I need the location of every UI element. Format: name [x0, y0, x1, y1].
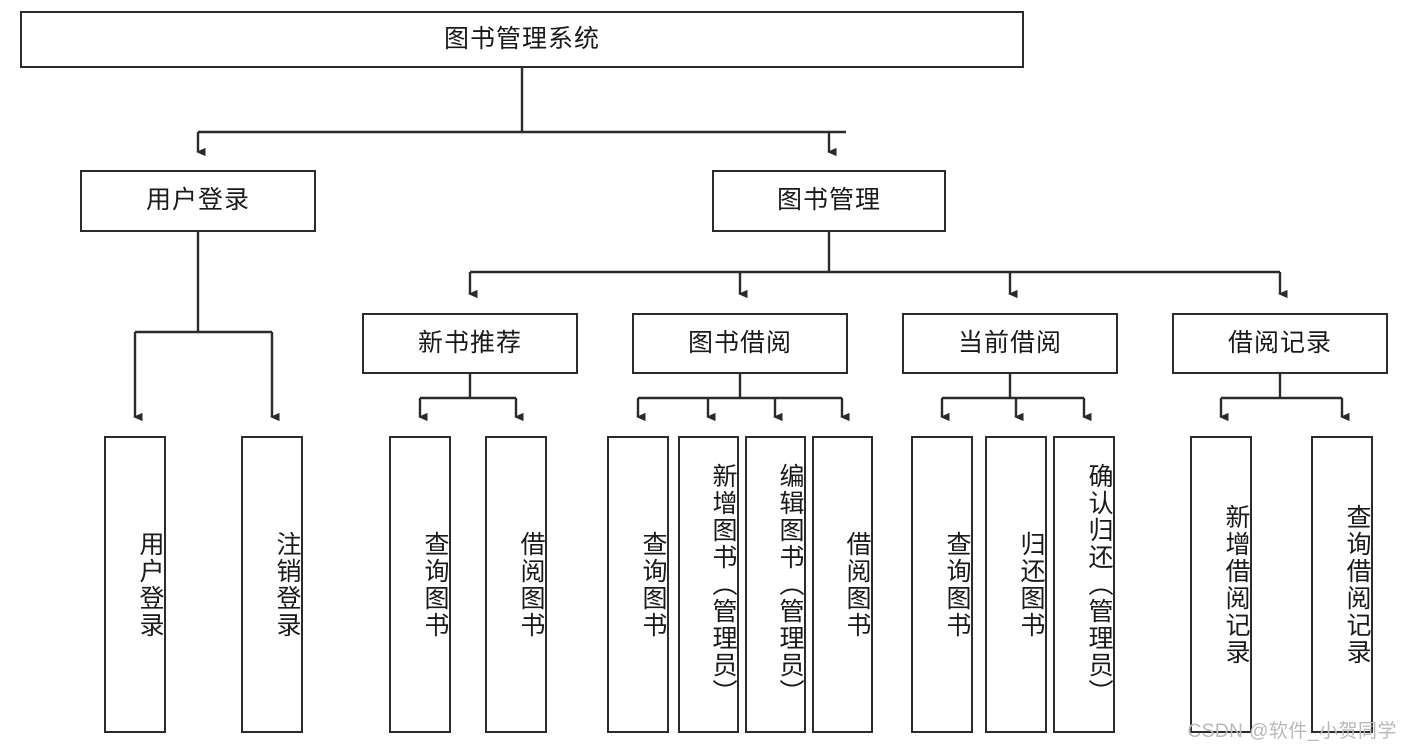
leaf-borrow-book-1[interactable]: 借阅图书: [485, 436, 547, 733]
node-label: 编辑图书（管理员）: [776, 463, 804, 706]
edges-bookmanage-to-level3: [468, 232, 1288, 299]
node-label: 新书推荐: [417, 328, 522, 357]
node-label: 注销登录: [273, 530, 301, 639]
node-label: 借阅图书: [843, 530, 871, 639]
node-label: 图书借阅: [687, 328, 792, 357]
csdn-watermark: CSDN @软件_小贺同学: [1187, 721, 1397, 742]
leaf-borrow-book-2[interactable]: 借阅图书: [812, 436, 873, 733]
node-book-manage[interactable]: 图书管理: [712, 170, 946, 232]
edges-userlogin-to-leaves: [133, 232, 280, 422]
edges-borrowrecord-to-leaves: [1219, 374, 1350, 422]
node-label: 查询图书: [943, 530, 971, 639]
node-label: 确认归还（管理员）: [1085, 463, 1113, 706]
leaf-query-book-1[interactable]: 查询图书: [389, 436, 451, 733]
edges-currentborrow-to-leaves: [940, 374, 1092, 422]
node-label: 查询图书: [639, 530, 667, 639]
node-label: 用户登录: [145, 186, 250, 215]
edges-newbook-to-leaves: [418, 374, 524, 422]
leaf-query-book-2[interactable]: 查询图书: [607, 436, 669, 733]
node-label: 借阅图书: [517, 530, 545, 639]
node-label: 归还图书: [1017, 530, 1045, 639]
node-label: 借阅记录: [1227, 328, 1332, 357]
node-current-borrow[interactable]: 当前借阅: [902, 313, 1118, 374]
node-label: 图书管理: [776, 186, 881, 215]
edges-bookborrow-to-leaves: [636, 374, 850, 422]
node-root-title[interactable]: 图书管理系统: [20, 11, 1024, 68]
node-label: 新增图书（管理员）: [709, 463, 737, 706]
node-new-book-recommend[interactable]: 新书推荐: [362, 313, 578, 374]
node-label: 新增借阅记录: [1222, 503, 1250, 666]
leaf-logout[interactable]: 注销登录: [241, 436, 303, 733]
node-borrow-record[interactable]: 借阅记录: [1172, 313, 1388, 374]
leaf-query-book-3[interactable]: 查询图书: [911, 436, 973, 733]
node-book-borrow[interactable]: 图书借阅: [632, 313, 848, 374]
node-label: 查询借阅记录: [1343, 503, 1371, 666]
leaf-add-book[interactable]: 新增图书（管理员）: [678, 436, 739, 733]
leaf-add-record[interactable]: 新增借阅记录: [1190, 436, 1252, 733]
node-label: 查询图书: [421, 530, 449, 639]
node-label: 图书管理系统: [443, 24, 600, 53]
leaf-query-record[interactable]: 查询借阅记录: [1311, 436, 1373, 733]
leaf-return-book[interactable]: 归还图书: [985, 436, 1047, 733]
edges-root-to-level2: [196, 68, 846, 157]
leaf-user-login[interactable]: 用户登录: [104, 436, 166, 733]
node-label: 用户登录: [136, 530, 164, 639]
node-user-login[interactable]: 用户登录: [80, 170, 316, 232]
leaf-edit-book[interactable]: 编辑图书（管理员）: [745, 436, 806, 733]
node-label: 当前借阅: [957, 328, 1062, 357]
leaf-confirm-return[interactable]: 确认归还（管理员）: [1053, 436, 1115, 733]
